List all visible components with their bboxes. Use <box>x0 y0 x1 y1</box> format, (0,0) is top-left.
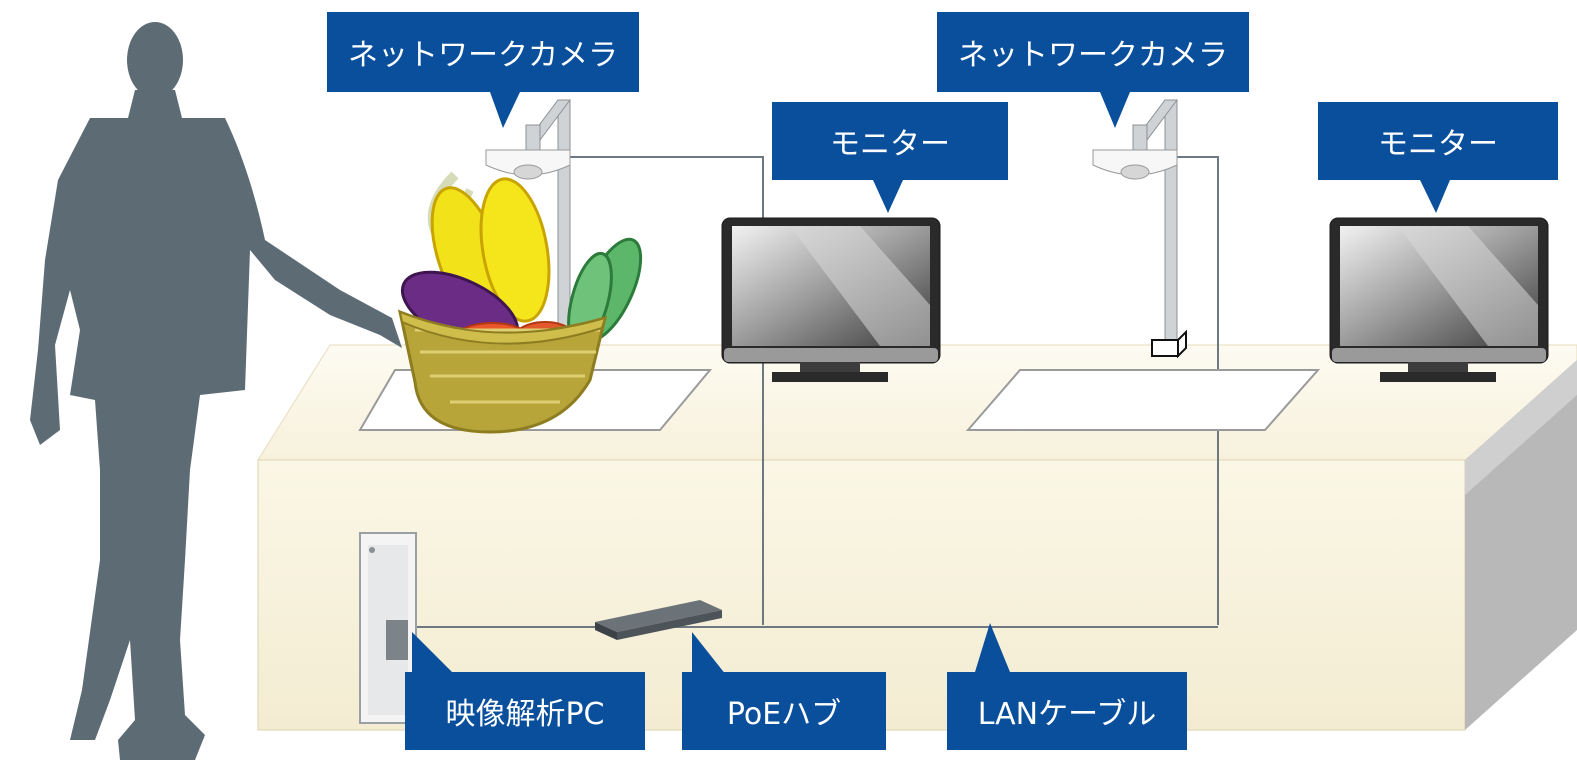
monitor-right <box>1329 217 1549 382</box>
lan-cables <box>410 156 1219 628</box>
label-camera-left: ネットワークカメラ <box>327 12 639 92</box>
vegetable-basket <box>397 171 643 434</box>
network-camera-left <box>485 99 571 346</box>
poe-hub <box>595 600 722 640</box>
label-lan-cable: LANケーブル <box>947 672 1187 750</box>
network-camera-right <box>1092 99 1187 359</box>
label-video-analysis-pc: 映像解析PC <box>405 672 645 750</box>
label-camera-right: ネットワークカメラ <box>937 12 1249 92</box>
work-surface-right <box>965 369 1321 431</box>
callout-pointers <box>412 92 1450 680</box>
person-silhouette <box>30 22 402 760</box>
label-poe-hub: PoEハブ <box>682 672 886 750</box>
monitor-left <box>721 217 941 382</box>
label-monitor-left: モニター <box>772 102 1008 180</box>
label-monitor-right: モニター <box>1318 102 1558 180</box>
